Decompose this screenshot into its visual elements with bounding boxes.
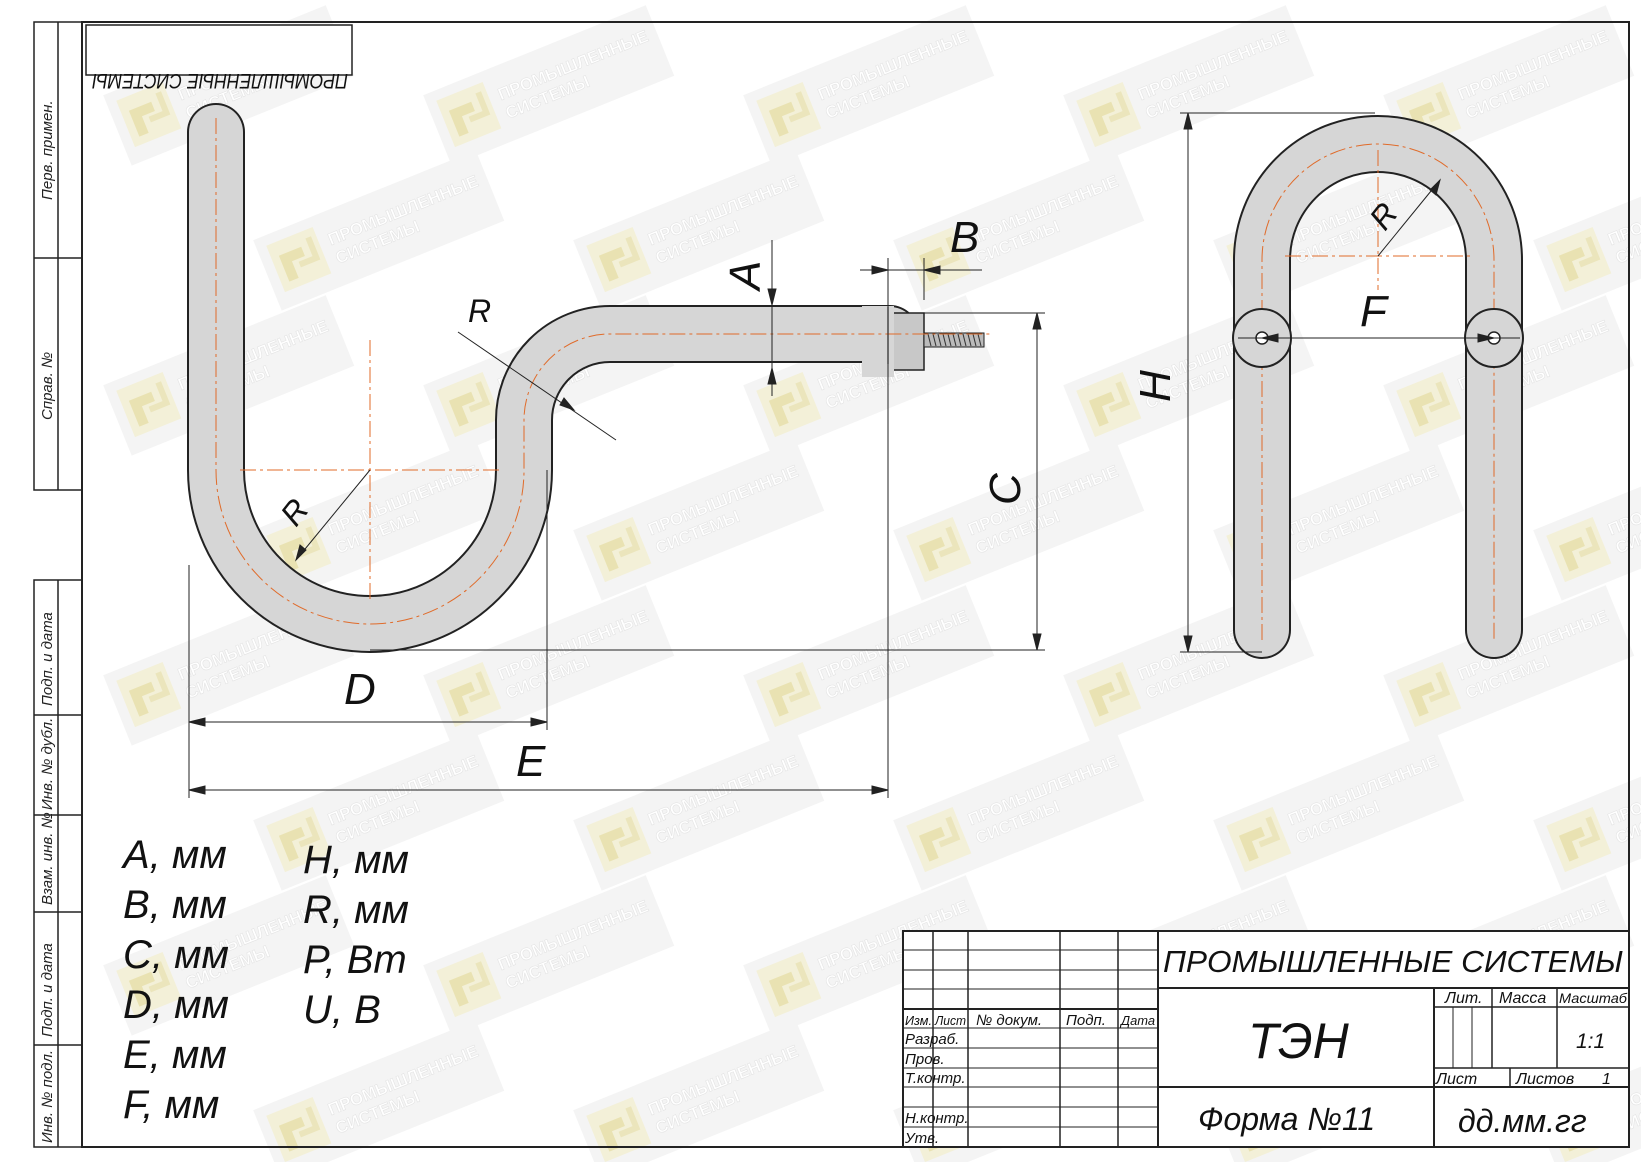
title-podp: Подп. — [1066, 1012, 1106, 1029]
title-list: Лист — [1435, 1071, 1477, 1088]
dim-label-f: F — [1360, 287, 1389, 336]
title-form: Форма №11 — [1198, 1101, 1375, 1137]
parameters-right: H, мм R, мм P, Вт U, В — [303, 838, 409, 1032]
dim-label-h: H — [1131, 370, 1180, 402]
title-no-dokum: № докум. — [976, 1012, 1042, 1029]
parameter-item: R, мм — [303, 888, 409, 932]
parameter-item: B, мм — [123, 883, 227, 927]
title-data: Дата — [1119, 1013, 1155, 1028]
title-list-col: Лист — [934, 1013, 966, 1028]
mirrored-company-stamp: ПРОМЫШЛЕННЫЕ СИСТЕМЫ — [85, 24, 353, 92]
dim-label-d: D — [344, 665, 376, 714]
dim-label-b: B — [950, 213, 979, 262]
title-block — [902, 930, 1630, 1148]
parameter-item: F, мм — [123, 1083, 219, 1127]
title-product: ТЭН — [1248, 1013, 1350, 1069]
threaded-terminal — [923, 332, 985, 348]
dimensions-right-view — [1180, 112, 1520, 653]
title-izm: Изм. — [905, 1013, 932, 1028]
title-scale: 1:1 — [1576, 1030, 1605, 1053]
radius-label-upper: R — [468, 293, 491, 329]
title-massa: Масса — [1499, 990, 1546, 1007]
side-label-podp-data-2: Подп. и дата — [39, 943, 56, 1037]
side-label-perv-primen: Перв. примен. — [39, 100, 56, 200]
side-label-inv-no-dubl: Инв. № дубл. — [39, 718, 56, 810]
title-razrab: Разраб. — [905, 1031, 959, 1048]
title-company: ПРОМЫШЛЕННЫЕ СИСТЕМЫ — [1163, 944, 1624, 979]
title-date: дд.мм.гг — [1458, 1103, 1587, 1139]
parameters-left: A, мм B, мм C, мм D, мм E, мм F, мм — [121, 833, 229, 1127]
dimensions-left-view — [188, 240, 1045, 798]
title-t-kontr: Т.контр. — [905, 1070, 966, 1087]
dim-label-a: A — [721, 261, 770, 293]
side-label-vzam-inv-no: Взам. инв. № — [39, 812, 56, 905]
title-lit: Лит. — [1444, 990, 1482, 1007]
dim-label-e: E — [516, 737, 546, 786]
parameter-item: C, мм — [123, 933, 229, 977]
heater-side-view — [187, 103, 990, 653]
side-label-sprav-no: Справ. № — [39, 352, 56, 420]
title-masshtab: Масштаб — [1559, 990, 1628, 1006]
side-label-inv-no-podl: Инв. № подл. — [39, 1050, 56, 1143]
parameter-item: A, мм — [121, 833, 227, 877]
title-prov: Пров. — [905, 1051, 945, 1068]
title-utv: Утв. — [904, 1130, 939, 1147]
title-listov: Листов — [1515, 1071, 1574, 1088]
side-label-podp-data-1: Подп. и дата — [39, 612, 56, 706]
parameter-item: E, мм — [123, 1033, 227, 1077]
parameter-item: P, Вт — [303, 938, 407, 982]
title-n-kontr: Н.контр. — [905, 1110, 969, 1127]
side-stamp — [33, 21, 83, 1148]
mirrored-company-text: ПРОМЫШЛЕННЫЕ СИСТЕМЫ — [92, 69, 348, 92]
dim-label-c: C — [981, 472, 1030, 505]
title-listov-value: 1 — [1602, 1071, 1611, 1088]
parameter-item: H, мм — [303, 838, 409, 882]
parameter-item: U, В — [303, 988, 381, 1032]
parameter-item: D, мм — [123, 983, 229, 1027]
